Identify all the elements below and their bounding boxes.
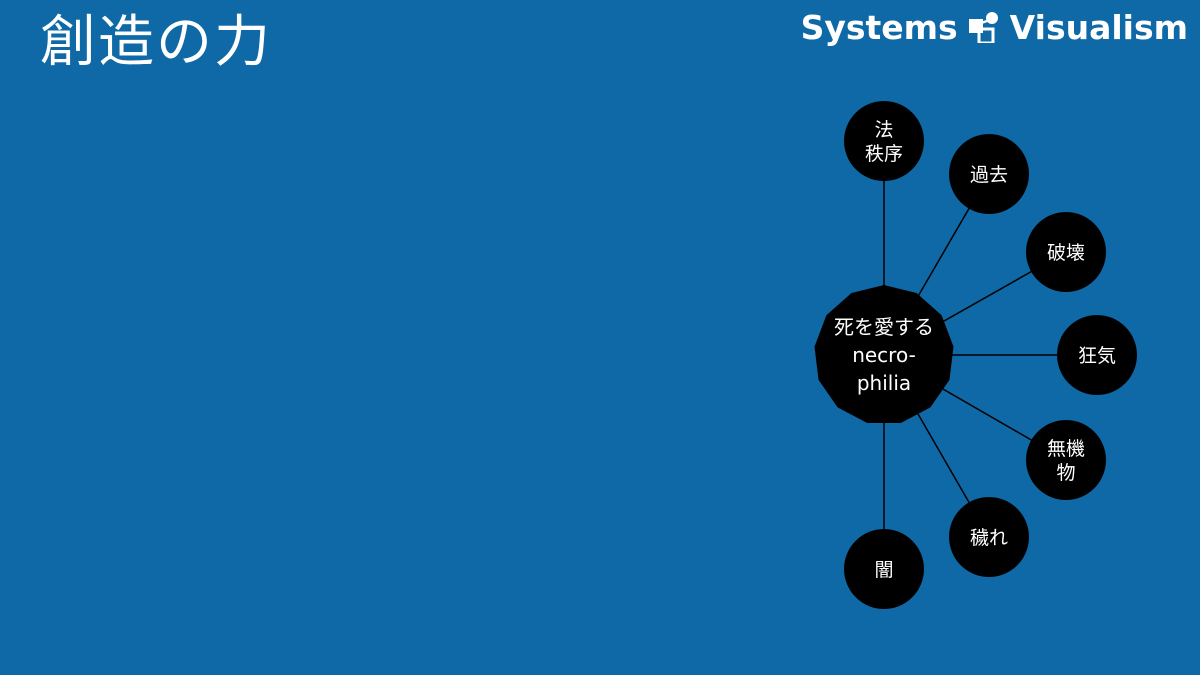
node-past: 過去 bbox=[949, 134, 1029, 214]
brand-text-systems: Systems bbox=[800, 7, 958, 47]
node-defilement: 穢れ bbox=[949, 497, 1029, 577]
node-label-inorganic: 無機 bbox=[1047, 438, 1085, 460]
node-label-destruction: 破壊 bbox=[1047, 242, 1085, 264]
node-madness: 狂気 bbox=[1057, 315, 1137, 395]
center-node: 死を愛する necro-philia bbox=[814, 285, 954, 423]
node-inorganic: 無機物 bbox=[1026, 420, 1106, 500]
node-circle-law-order bbox=[844, 101, 924, 181]
node-darkness: 闇 bbox=[844, 529, 924, 609]
center-label-line: philia bbox=[857, 371, 911, 395]
slide-title: 創造の力 bbox=[40, 10, 272, 75]
center-label-line: 死を愛する bbox=[834, 315, 934, 339]
node-circle-inorganic bbox=[1026, 420, 1106, 500]
node-law-order: 法秩序 bbox=[844, 101, 924, 181]
brand-logo: Systems Visualism bbox=[801, 6, 1188, 48]
node-label-past: 過去 bbox=[970, 164, 1008, 186]
systems-visualism-logo-icon bbox=[968, 12, 998, 43]
center-polygon bbox=[814, 285, 954, 423]
node-label-law-order: 法 bbox=[874, 119, 893, 141]
center-label-line: necro- bbox=[852, 343, 916, 367]
node-label-madness: 狂気 bbox=[1078, 345, 1116, 367]
node-label-law-order: 秩序 bbox=[865, 143, 903, 165]
node-label-defilement: 穢れ bbox=[970, 527, 1008, 549]
node-circle-defilement bbox=[949, 497, 1029, 577]
node-circle-darkness bbox=[844, 529, 924, 609]
node-label-darkness: 闇 bbox=[874, 559, 893, 581]
node-circle-destruction bbox=[1026, 212, 1106, 292]
node-label-inorganic: 物 bbox=[1056, 462, 1075, 484]
node-circle-past bbox=[949, 134, 1029, 214]
brand-text-visualism: Visualism bbox=[1009, 7, 1188, 47]
node-destruction: 破壊 bbox=[1026, 212, 1106, 292]
node-circle-madness bbox=[1057, 315, 1137, 395]
